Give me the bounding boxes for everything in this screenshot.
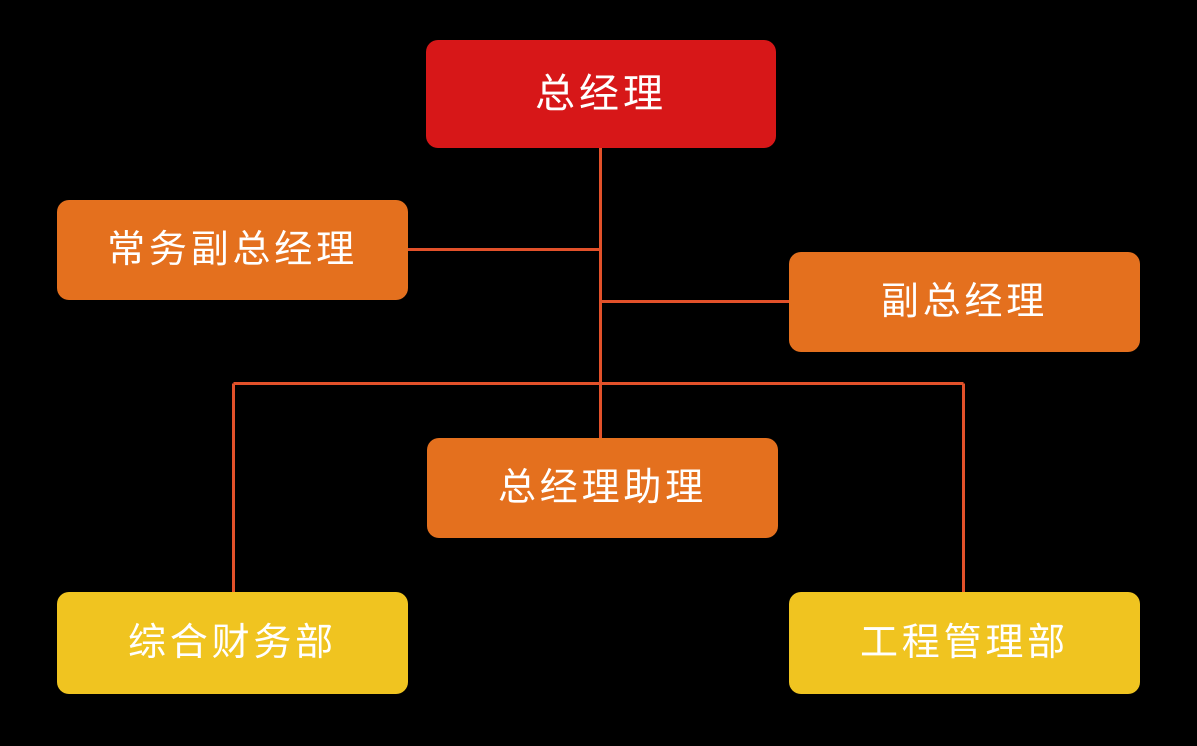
org-node-label: 总经理 [535,72,667,116]
org-node-engineering-department[interactable]: 工程管理部 [789,592,1140,694]
org-node-label: 工程管理部 [859,622,1069,664]
org-node-general-manager[interactable]: 总经理 [426,40,776,148]
org-node-deputy-general-manager[interactable]: 副总经理 [789,252,1140,352]
org-node-executive-deputy-general-manager[interactable]: 常务副总经理 [57,200,408,300]
org-node-label: 总经理助理 [497,467,707,509]
org-node-label: 副总经理 [880,281,1049,323]
org-node-label: 综合财务部 [127,622,337,664]
org-node-label: 常务副总经理 [107,229,358,271]
org-node-general-manager-assistant[interactable]: 总经理助理 [427,438,778,538]
org-node-finance-department[interactable]: 综合财务部 [57,592,408,694]
